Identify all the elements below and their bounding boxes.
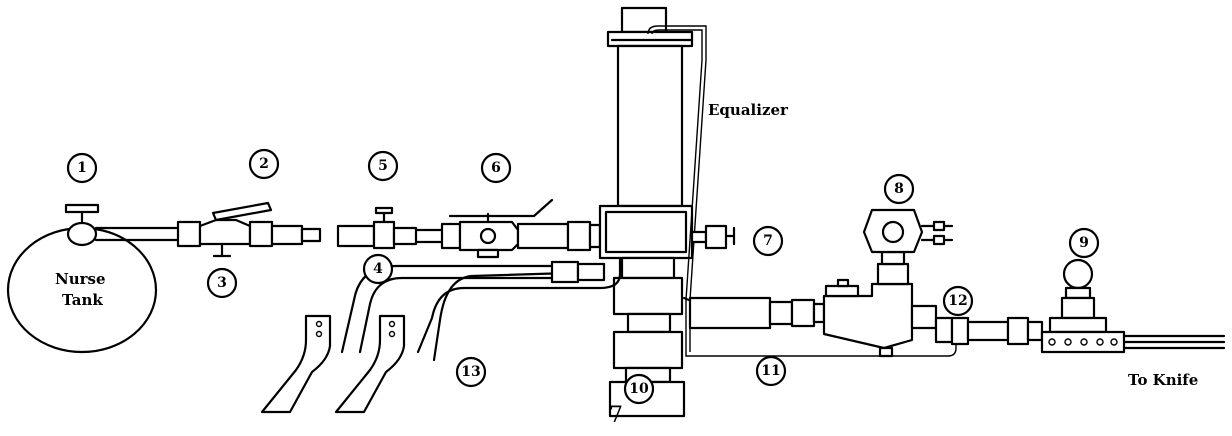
equalizer-label: Equalizer xyxy=(708,101,789,119)
callout-10: 10 xyxy=(623,373,655,405)
callout-1: 1 xyxy=(66,152,98,184)
callout-6: 6 xyxy=(480,152,512,184)
withdrawal-valve xyxy=(64,203,100,247)
main-valve-line xyxy=(336,198,602,259)
svg-text:10: 10 xyxy=(629,381,649,397)
callout-8: 8 xyxy=(883,173,915,205)
supply-hose xyxy=(94,226,180,242)
callout-4: 4 xyxy=(362,253,394,285)
tank-label-line1: Nurse xyxy=(55,270,106,288)
svg-text:13: 13 xyxy=(461,364,480,380)
svg-text:9: 9 xyxy=(1079,235,1089,251)
svg-text:2: 2 xyxy=(259,156,269,172)
knife-left xyxy=(260,314,332,414)
to-knife-label: To Knife xyxy=(1128,371,1198,389)
callout-11: 11 xyxy=(755,355,787,387)
svg-text:4: 4 xyxy=(373,261,383,277)
callout-2: 2 xyxy=(248,148,280,180)
distribution-manifold: To Knife xyxy=(1040,258,1226,389)
knife-right xyxy=(334,314,406,414)
callout-9: 9 xyxy=(1068,227,1100,259)
regulator-line xyxy=(682,208,1044,358)
svg-text:11: 11 xyxy=(761,363,780,379)
callout-5: 5 xyxy=(367,150,399,182)
svg-text:7: 7 xyxy=(763,233,773,249)
cooler-column xyxy=(598,6,694,418)
svg-text:12: 12 xyxy=(948,293,967,309)
equalizer-line: Equalizer xyxy=(647,25,957,357)
svg-text:5: 5 xyxy=(378,158,388,174)
callout-7: 7 xyxy=(752,225,784,257)
callout-13: 13 xyxy=(455,356,487,388)
tank-label-line2: Tank xyxy=(62,291,103,309)
svg-text:6: 6 xyxy=(491,160,501,176)
svg-text:3: 3 xyxy=(217,275,227,291)
callout-3: 3 xyxy=(206,267,238,299)
svg-text:8: 8 xyxy=(894,181,904,197)
vapor-valve xyxy=(690,224,736,250)
svg-text:1: 1 xyxy=(77,160,87,176)
nurse-tank: Nurse Tank xyxy=(6,226,158,354)
strainer-assembly xyxy=(176,201,322,258)
page-number: 7 xyxy=(609,403,623,428)
callout-12: 12 xyxy=(942,285,974,317)
